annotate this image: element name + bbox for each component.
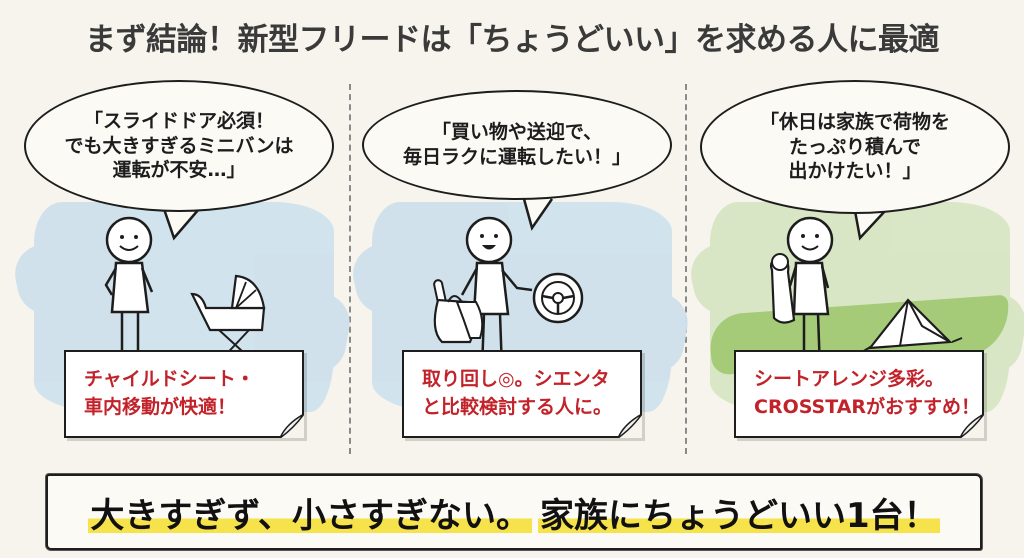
page-curl-icon [618, 414, 642, 438]
note-line: CROSSTARがおすすめ！ [754, 396, 981, 418]
persona-panel-commute: 「買い物や送迎で、 毎日ラクに運転したい！」 取り回し◎。シエンタ と比較検討す… [352, 80, 682, 460]
page-curl-icon [960, 414, 984, 438]
bubble-line: 「休日は家族で荷物を [759, 110, 950, 133]
persona-panel-stroller: 「スライドドア必須！ でも大きすぎるミニバンは 運転が不安…」 チャイルドシート… [14, 80, 344, 460]
bubble-line: 出かけたい！」 [788, 160, 922, 183]
panel-divider [349, 84, 351, 454]
page-title: まず結論！新型フリードは「ちょうどいい」を求める人に最適 [85, 22, 940, 58]
bubble-line: でも大きすぎるミニバンは [64, 134, 294, 157]
note-line: シートアレンジ多彩。 [754, 368, 945, 391]
benefit-note-card: シートアレンジ多彩。 CROSSTARがおすすめ！ [734, 350, 984, 438]
persona-panel-camping: 「休日は家族で荷物を たっぷり積んで 出かけたい！」 シートアレンジ多彩。 CR… [690, 80, 1020, 460]
bubble-line: 毎日ラクに運転したい！」 [402, 146, 631, 168]
page-curl-icon [280, 414, 304, 438]
bubble-line: 運転が不安…」 [112, 159, 246, 182]
bubble-line: 「スライドドア必須！ [83, 109, 274, 132]
benefit-note-card: チャイルドシート・ 車内移動が快適！ [64, 350, 304, 438]
stroller-person-illustration [98, 208, 266, 377]
speech-bubble: 「買い物や送迎で、 毎日ラクに運転したい！」 [362, 90, 672, 200]
shopping-driving-person-illustration [433, 198, 584, 378]
conclusion-banner: 大きすぎず、小さすぎない。 家族にちょうどいい1台！ [46, 474, 982, 550]
note-line: 車内移動が快適！ [84, 396, 237, 418]
speech-bubble: 「スライドドア必須！ でも大きすぎるミニバンは 運転が不安…」 [24, 80, 334, 212]
note-line: と比較検討する人に。 [422, 396, 613, 418]
bubble-line: たっぷり積んで [788, 135, 922, 158]
banner-highlight-part2: 家族にちょうどいい1台！ [537, 487, 940, 537]
banner-highlight-part1: 大きすぎず、小さすぎない。 [88, 487, 532, 537]
panel-divider [685, 84, 687, 454]
speech-bubble: 「休日は家族で荷物を たっぷり積んで 出かけたい！」 [700, 80, 1010, 214]
benefit-note-card: 取り回し◎。シエンタ と比較検討する人に。 [402, 350, 642, 438]
note-line: チャイルドシート・ [84, 368, 255, 391]
bubble-line: 「買い物や送迎で、 [431, 121, 603, 144]
note-line: 取り回し◎。シエンタ [422, 368, 610, 391]
